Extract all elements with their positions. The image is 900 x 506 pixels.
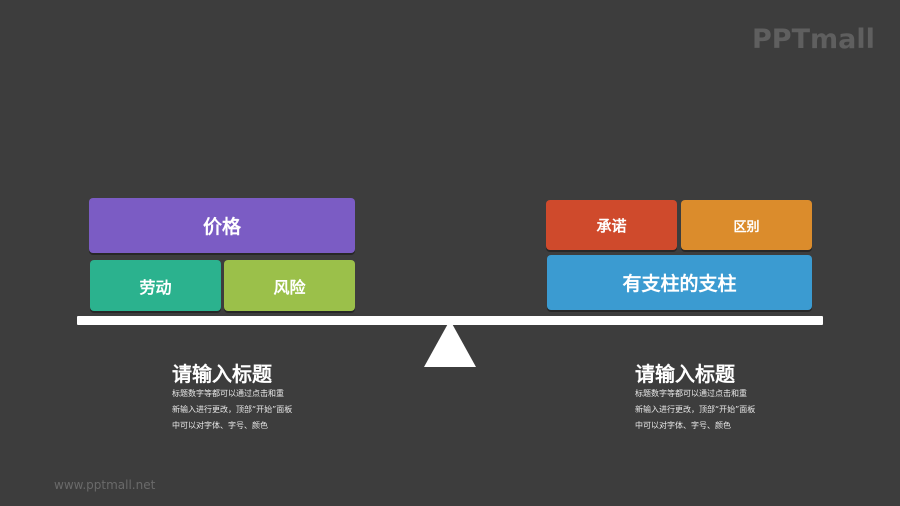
price-block[interactable]: 价格 — [89, 198, 355, 253]
right-description: 标题数字等都可以通过点击和重 新输入进行更改，顶部“开始”面板 中可以对字体、字… — [635, 386, 765, 434]
left-description: 标题数字等都可以通过点击和重 新输入进行更改，顶部“开始”面板 中可以对字体、字… — [172, 386, 302, 434]
commitment-block[interactable]: 承诺 — [546, 200, 677, 250]
risk-label: 风险 — [273, 277, 306, 297]
footer-url: www.pptmall.net — [54, 478, 156, 492]
fulcrum-triangle-icon — [424, 320, 476, 367]
risk-block[interactable]: 风险 — [224, 260, 355, 311]
labor-label: 劳动 — [139, 277, 172, 297]
right-desc-line: 标题数字等都可以通过点击和重 — [635, 389, 747, 398]
left-title: 请输入标题 — [172, 362, 272, 386]
right-title: 请输入标题 — [635, 362, 735, 386]
pillar-block[interactable]: 有支柱的支柱 — [547, 255, 812, 310]
right-desc-line: 新输入进行更改，顶部“开始”面板 — [635, 405, 756, 414]
difference-label: 区别 — [733, 219, 760, 235]
pptmall-logo: PPTmall — [752, 24, 875, 55]
commitment-label: 承诺 — [596, 216, 627, 235]
difference-block[interactable]: 区别 — [681, 200, 812, 250]
labor-block[interactable]: 劳动 — [90, 260, 221, 311]
left-desc-line: 标题数字等都可以通过点击和重 — [172, 389, 284, 398]
right-desc-line: 中可以对字体、字号、颜色 — [635, 421, 731, 430]
price-label: 价格 — [202, 216, 241, 238]
pillar-label: 有支柱的支柱 — [622, 273, 737, 295]
left-desc-line: 新输入进行更改，顶部“开始”面板 — [172, 405, 293, 414]
left-desc-line: 中可以对字体、字号、颜色 — [172, 421, 268, 430]
